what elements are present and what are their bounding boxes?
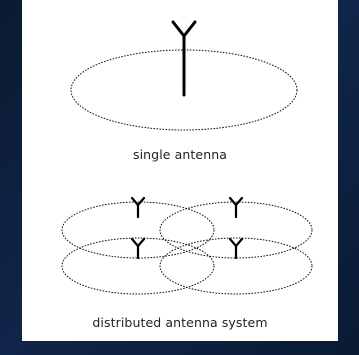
diagram-panel: single antenna distributed antenna syste… bbox=[22, 0, 338, 341]
distributed-antenna-caption: distributed antenna system bbox=[92, 315, 268, 330]
das-coverage-ellipse-top-right bbox=[159, 201, 313, 259]
das-antenna-icon-bottom-left bbox=[130, 237, 146, 260]
single-antenna-caption: single antenna bbox=[132, 147, 228, 162]
das-coverage-ellipse-bottom-right bbox=[159, 237, 313, 295]
das-antenna-icon-top-left bbox=[130, 196, 146, 219]
single-coverage-ellipse bbox=[70, 49, 298, 131]
das-coverage-ellipse-bottom-left bbox=[61, 237, 215, 295]
das-coverage-ellipse-top-left bbox=[61, 201, 215, 259]
antenna-diagram bbox=[61, 20, 313, 295]
das-antenna-icon-bottom-right bbox=[228, 237, 244, 260]
das-antenna-icon-top-right bbox=[228, 196, 244, 219]
single-antenna-group bbox=[70, 20, 298, 131]
single-antenna-icon bbox=[171, 20, 197, 97]
distributed-antenna-group bbox=[61, 196, 313, 295]
